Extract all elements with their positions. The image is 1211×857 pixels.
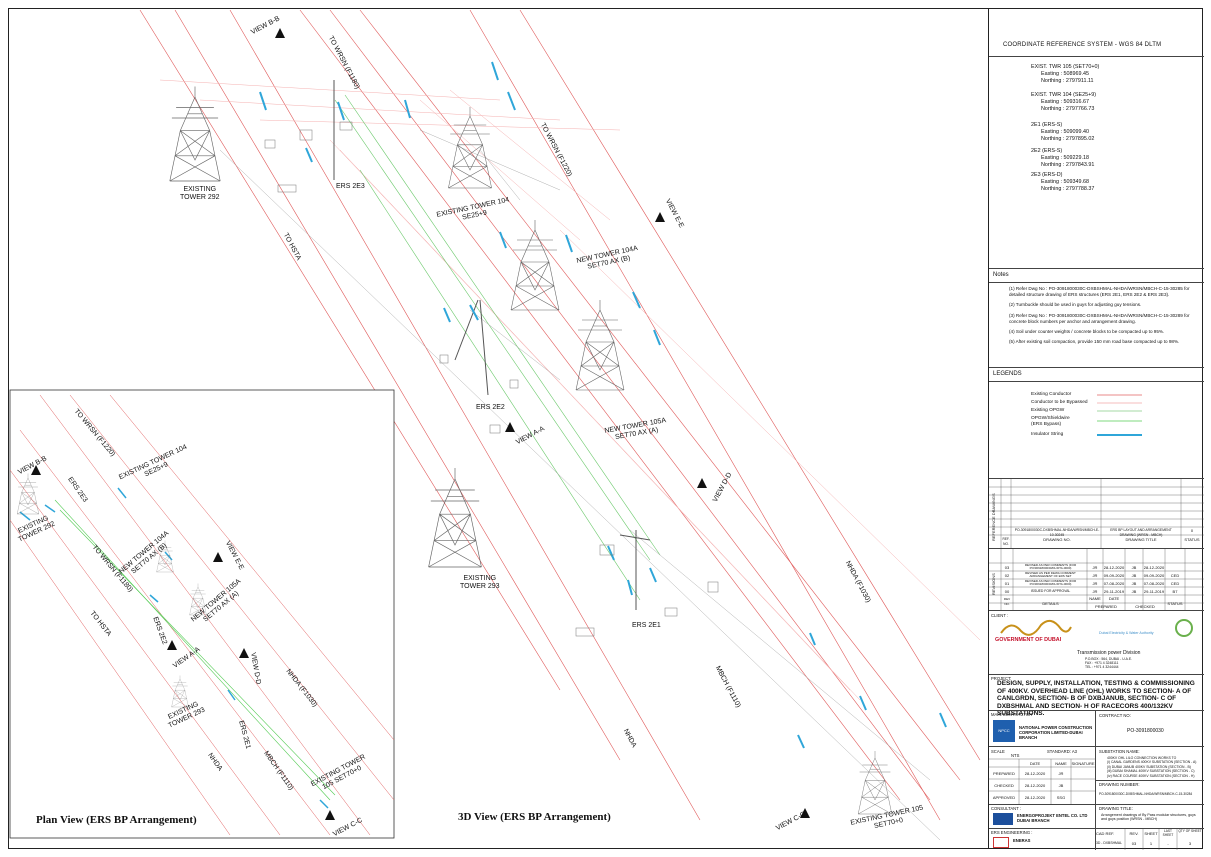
- 3d-tower-104: [448, 106, 492, 189]
- coord-104: EXIST. TWR 104 (SE25+9) Easting : 509316…: [1031, 92, 1097, 112]
- note-1: (1) Refer Dwg No : PO-3091800030C-DXBSHM…: [1009, 286, 1190, 298]
- plan-green-opgw: [54, 499, 336, 801]
- drawing-linework: [9, 9, 981, 841]
- legends-heading: LEGENDS: [993, 371, 1022, 377]
- 3d-pink-conductors: [159, 79, 981, 701]
- note-5: (5) After existing soil compaction, prov…: [1009, 339, 1180, 345]
- legend-insulator: Insulator String: [1031, 432, 1064, 437]
- cad-ref: 3D - DXBSHMAL: [1096, 841, 1123, 845]
- 3d-tower-293: [428, 467, 482, 568]
- coord-2e3: 2E3 (ERS-D) Easting : 509349.68 Northing…: [1031, 172, 1095, 192]
- 3d-tower-105a: [575, 299, 625, 391]
- scale-value: NTS: [1011, 753, 1020, 758]
- title-block: COORDINATE REFERENCE SYSTEM - WGS 84 DLT…: [988, 8, 1204, 850]
- project-section: PROJECT:: [989, 674, 1204, 710]
- coord-105: EXIST. TWR 105 (SET70+0) Easting : 50896…: [1031, 64, 1100, 84]
- standard-value: STANDARD: A3: [1047, 749, 1077, 754]
- 3d-tower-104a: [510, 219, 560, 311]
- legend-swatches: [1097, 394, 1142, 436]
- note-4: (4) Soil under counter weights / concret…: [1009, 329, 1165, 335]
- substation-list: 400KV OHL LILO CONNECTION WORKS TO (i) C…: [1107, 756, 1197, 778]
- 3d-ers-masts: [333, 80, 651, 610]
- division-name: Transmission power Division: [1077, 650, 1141, 656]
- 3d-green-opgw: [334, 94, 661, 601]
- legend-bypass-conductor: Conductor to be Bypassed: [1031, 400, 1088, 405]
- view-arrows: [31, 28, 810, 820]
- 3d-insulator-strings: [259, 61, 947, 749]
- crs-heading: COORDINATE REFERENCE SYSTEM - WGS 84 DLT…: [1003, 42, 1162, 48]
- footer-section: ERS ENGINEERING : ENERAS CAD REF. 3D - D…: [989, 828, 1204, 850]
- 3d-grey-lines: [219, 129, 941, 841]
- consultant-section: CONSULTANT : ENERGOPROJEKT ENTEL CO. LTD…: [989, 804, 1204, 829]
- contractor-name: NATIONAL POWER CONSTRUCTION CORPORATION …: [1019, 725, 1093, 740]
- consultant-name: ENERGOPROJEKT ENTEL CO. LTD DUBAI BRANCH: [1017, 813, 1088, 823]
- 3d-label-ers2e2: ERS 2E2: [476, 404, 505, 411]
- client-section: CLIENT : GOVERNMENT OF DUBAI Dubai Elect…: [989, 610, 1204, 674]
- drawing-number: PO-3091800030C-DXBSHMAL-NHDA/WRSN/MBCH-C…: [1099, 792, 1193, 796]
- drawing-frame: [8, 8, 1203, 849]
- notes-list: (1) Refer Dwg No : PO-3091800030C-DXBSHM…: [1009, 286, 1199, 349]
- legend-existing-conductor: Existing Conductor: [1031, 392, 1072, 397]
- rev-value: 03: [1131, 841, 1137, 846]
- notes-heading: Notes: [993, 272, 1009, 278]
- revisions-table: REVISIONS 03 REVISED AS PER COMMENTS (FO…: [989, 548, 1204, 611]
- qty-value: 3: [1188, 841, 1192, 846]
- npcc-logo: NPCC: [993, 720, 1015, 742]
- 3d-view-title: 3D View (ERS BP Arrangement): [458, 811, 611, 823]
- 3d-concrete-blocks: [264, 121, 719, 637]
- dubai-government-logo: GOVERNMENT OF DUBAI: [995, 617, 1075, 647]
- contract-number: PO-3091800030: [1127, 728, 1164, 734]
- signoff-section: SCALE NTS STANDARD: A3 DATE NAME SIGNATU…: [989, 746, 1204, 805]
- coord-2e2: 2E2 (ERS-S) Easting : 509229.18 Northing…: [1031, 148, 1095, 168]
- drawing-title: Arrangement drawings of By Pass modular …: [1101, 813, 1196, 822]
- note-2: (2) Turnbuckle should be used in guys fo…: [1009, 302, 1142, 308]
- energoprojekt-logo: [993, 813, 1013, 825]
- dewa-logo: Dubai Electricity & Water Authority: [1099, 619, 1199, 643]
- 3d-label-ers2e1: ERS 2E1: [632, 622, 661, 629]
- ref-drawing-title: ERS BP LAYOUT AND ARRANGEMENT DRAWING (W…: [1110, 528, 1172, 537]
- legend-opgw-bypass: OPGW/Shieldwire (ERS Bypass): [1031, 416, 1070, 427]
- ref-drawings-table: REFERENCE DRAWINGS PO-3091800030C-DXBSHM…: [989, 478, 1204, 549]
- plan-view-title: Plan View (ERS BP Arrangement): [36, 814, 197, 826]
- eneras-logo: [993, 837, 1009, 848]
- contractor-section: MAIN CONTRACTOR CONTRACT NO: PO-30918000…: [989, 710, 1204, 747]
- last-sheet-value: -: [1167, 841, 1169, 846]
- plan-blue-lines: [19, 487, 329, 809]
- plan-view-box: [9, 389, 395, 839]
- drawing-number-section: DRAWING NUMBER: PO-3091800030C-DXBSHMAL-…: [1095, 780, 1204, 802]
- ers-company: ENERAS: [1013, 838, 1031, 843]
- coord-2e1: 2E1 (ERS-S) Easting : 509099.40 Northing…: [1031, 122, 1095, 142]
- ref-drawing-no: PO-3091800030C-DXBSHMAL-NHDA/WRSN/MBCH-E…: [1014, 528, 1100, 537]
- project-description: DESIGN, SUPPLY, INSTALLATION, TESTING & …: [997, 680, 1195, 718]
- 3d-label-ers2e3: ERS 2E3: [336, 183, 365, 190]
- legend-existing-opgw: Existing OPGW: [1031, 408, 1065, 413]
- sheet-value: 1: [1149, 841, 1153, 846]
- client-address: P.O.BOX : 564, DUBAI - U.A.E. FAX : +971…: [1085, 657, 1133, 669]
- note-3: (3) Refer Dwg No : PO-3091800030C-DXBSHM…: [1009, 312, 1190, 324]
